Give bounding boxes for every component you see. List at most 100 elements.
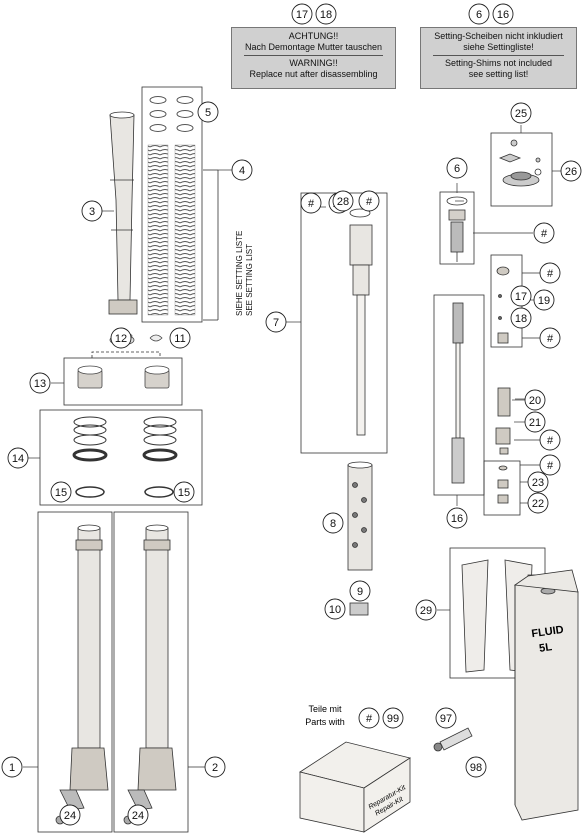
seal-group-frame (63, 357, 183, 406)
callout-c22-circle (527, 492, 549, 514)
notice-tag-16: 16 (492, 3, 514, 25)
callout-c2-label: 2 (212, 762, 218, 774)
callout-c24b: 24 (127, 804, 149, 826)
callout-c97-label: 97 (440, 713, 452, 725)
shim-rings (149, 96, 194, 132)
notice-tag-17-label: 17 (296, 9, 308, 21)
callout-c8-label: 8 (330, 518, 336, 530)
callout-c2-circle (204, 756, 226, 778)
callout-c24a: 24 (59, 804, 81, 826)
callout-c11-circle (169, 327, 191, 349)
damper-rod-frame (433, 294, 485, 496)
notice-2-line-4: see setting list! (468, 69, 529, 79)
callout-c26-circle (560, 160, 582, 182)
callout-c3-circle (81, 200, 103, 222)
callout-c1-circle (1, 756, 23, 778)
callout-c18-label: 18 (515, 313, 527, 325)
callout-c1-label: 1 (9, 762, 15, 774)
callout-c15a-circle (50, 481, 72, 503)
cartridge-tube (349, 208, 373, 436)
callout-c97-circle (435, 707, 457, 729)
callout-c13-label: 13 (34, 378, 46, 390)
callout-h28-circle (358, 190, 380, 212)
callout-h27: # (300, 192, 322, 214)
callout-c20: 20 (524, 389, 546, 411)
callout-h6-label: # (541, 228, 548, 240)
setting-list-note: SIEHE SETTING LISTE SEE SETTING LIST (235, 231, 254, 316)
notice-1-line-1: ACHTUNG!! (288, 31, 339, 41)
callout-c16-label: 16 (451, 513, 463, 525)
callout-h28-label: # (366, 196, 373, 208)
callout-h6: # (533, 222, 555, 244)
callout-c24a-label: 24 (64, 810, 76, 822)
callout-c8: 8 (322, 512, 344, 534)
nut-group-frame (483, 460, 521, 516)
fork-leg-right (123, 524, 177, 825)
callout-c99-label: 99 (387, 713, 399, 725)
callout-c26: 26 (560, 160, 582, 182)
callout-c15a-label: 15 (55, 487, 67, 499)
callout-c9-circle (349, 580, 371, 602)
callout-c25-circle (510, 102, 532, 124)
notice-tag-17-circle (291, 3, 313, 25)
callout-h19a-label: # (547, 268, 554, 280)
callout-c25-label: 25 (515, 108, 527, 120)
notice-tag-18: 18 (315, 3, 337, 25)
callout-c5-circle (197, 101, 219, 123)
notice-2-line-1: Setting-Scheiben nicht inkludiert (434, 31, 563, 41)
callout-c28-label: 28 (337, 196, 349, 208)
callout-c18-circle (510, 307, 532, 329)
valve-parts (495, 266, 511, 504)
callout-c14: 14 (7, 447, 29, 469)
callout-c18: 18 (510, 307, 532, 329)
callout-h19b-label: # (547, 333, 554, 345)
top-cap-frame (490, 132, 553, 207)
callout-c22: 22 (527, 492, 549, 514)
callout-c19-label: 19 (538, 295, 550, 307)
callout-c6-label: 6 (454, 163, 460, 175)
notice-1-line-2: Nach Demontage Mutter tauschen (244, 42, 383, 52)
notice-tag-6-label: 6 (476, 9, 482, 21)
callout-c23-label: 23 (532, 477, 544, 489)
callout-h21b: # (539, 429, 561, 451)
callout-c26-label: 26 (565, 166, 577, 178)
bushing-group-frame (39, 409, 203, 506)
callout-c20-label: 20 (529, 395, 541, 407)
warning-notice-shims: Setting-Scheiben nicht inkludiert siehe … (420, 27, 577, 89)
callout-c22-label: 22 (532, 498, 544, 510)
callout-c15b-label: 15 (178, 487, 190, 499)
callout-c16: 16 (446, 507, 468, 529)
fork-oil-can (514, 574, 579, 821)
callout-c97: 97 (435, 707, 457, 729)
callout-c21-circle (524, 411, 546, 433)
callout-c10-label: 10 (329, 604, 341, 616)
kit-note-line-1: Teile mit (308, 704, 342, 714)
callout-c3-label: 3 (89, 206, 95, 218)
callout-h28: # (358, 190, 380, 212)
notice-1-line-4: Replace nut after disassembling (249, 69, 378, 79)
callout-c28-circle (332, 190, 354, 212)
kit-note-line-2: Parts with (305, 717, 345, 727)
callout-c12-label: 12 (115, 333, 127, 345)
callout-c13-circle (29, 372, 51, 394)
callout-c21: 21 (524, 411, 546, 433)
callout-c24b-circle (127, 804, 149, 826)
callout-c20-circle (524, 389, 546, 411)
callout-c5-label: 5 (205, 107, 211, 119)
notice-tag-18-circle (315, 3, 337, 25)
callout-c98-circle (465, 756, 487, 778)
notice-tag-6-circle (468, 3, 490, 25)
grease-tube (433, 727, 473, 752)
callout-c29: 29 (415, 599, 437, 621)
notice-2-line-2: siehe Settingliste! (463, 42, 534, 52)
notice-1-line-3: WARNING!! (289, 58, 338, 68)
callout-c10: 10 (324, 598, 346, 620)
callout-h23-circle (539, 454, 561, 476)
callout-c5: 5 (197, 101, 219, 123)
callout-c24a-circle (59, 804, 81, 826)
callout-c19-circle (533, 289, 555, 311)
seal-pair (77, 365, 170, 389)
callout-c16-circle (446, 507, 468, 529)
svg-text:SEE SETTING LIST: SEE SETTING LIST (245, 244, 254, 316)
